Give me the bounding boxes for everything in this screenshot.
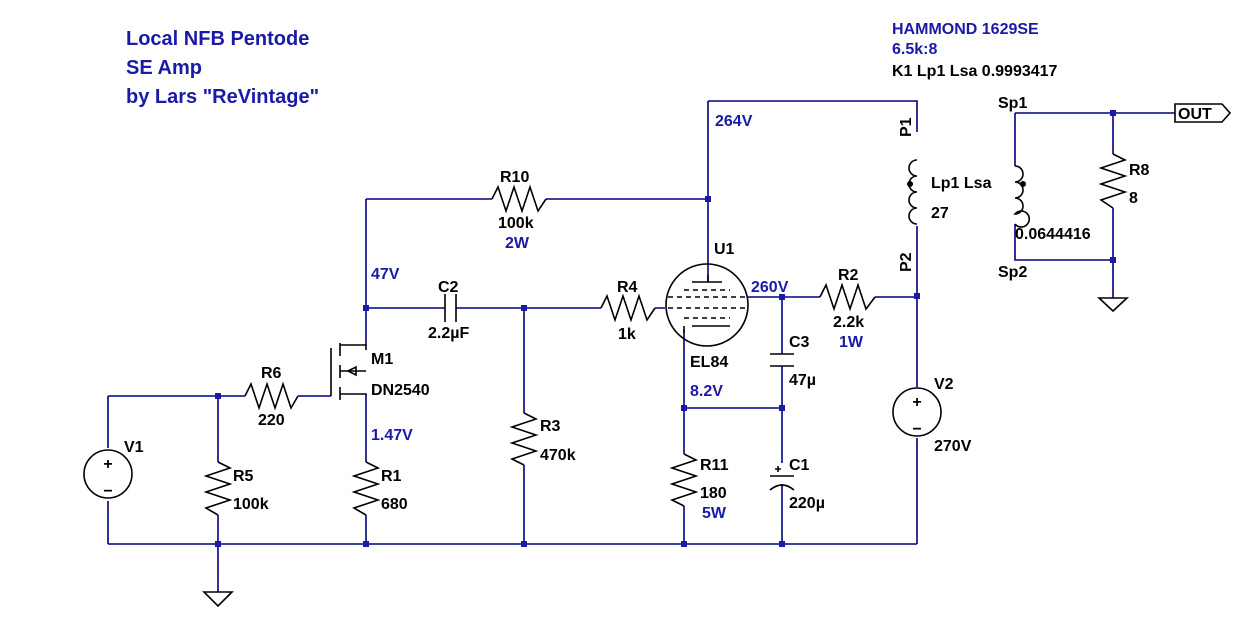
voltage-drain: 47V: [371, 266, 400, 283]
r10-value: 100k: [498, 215, 534, 232]
m1-ref: M1: [371, 351, 393, 368]
c2-value: 2.2µF: [428, 325, 469, 342]
lsa-value: 0.0644416: [1015, 226, 1091, 243]
v2-plus: +: [912, 394, 921, 411]
pin-sp2: Sp2: [998, 264, 1027, 281]
r6-value: 220: [258, 412, 285, 429]
c2-ref: C2: [438, 279, 459, 296]
v1-minus: −: [103, 483, 112, 500]
title-line-2: SE Amp: [126, 57, 202, 79]
resistor-r5: [203, 461, 233, 516]
title-line-3: by Lars "ReVintage": [126, 86, 319, 108]
capacitor-c3: [770, 353, 794, 367]
r2-note: 1W: [839, 334, 864, 351]
r2-value: 2.2k: [833, 314, 864, 331]
transformer-primary-lp1: [907, 159, 918, 225]
r6-ref: R6: [261, 365, 282, 382]
m1-value: DN2540: [371, 382, 430, 399]
r3-value: 470k: [540, 447, 576, 464]
transformer-model: HAMMOND 1629SE: [892, 21, 1039, 38]
mosfet-m1: [330, 343, 367, 400]
resistor-r1: [351, 461, 381, 516]
wires: [107, 100, 1175, 592]
resistor-r8: [1098, 153, 1128, 209]
v2-minus: −: [912, 421, 921, 438]
output-port: [1174, 103, 1232, 123]
r10-ref: R10: [500, 169, 529, 186]
transformer-inductors: Lp1 Lsa: [931, 175, 992, 192]
u1-value: EL84: [690, 354, 728, 371]
r8-value: 8: [1129, 190, 1138, 207]
r10-note: 2W: [505, 235, 530, 252]
v1-ref: V1: [124, 439, 144, 456]
c3-value: 47µ: [789, 372, 816, 389]
pentode-u1: [665, 263, 749, 347]
title-line-1: Local NFB Pentode: [126, 28, 309, 50]
v1-plus: +: [103, 456, 112, 473]
resistor-r2: [819, 282, 876, 312]
voltage-source: 1.47V: [371, 427, 413, 444]
r11-ref: R11: [700, 457, 729, 474]
r11-value: 180: [700, 485, 727, 502]
capacitor-c2: [444, 294, 457, 322]
resistor-r11: [669, 453, 699, 507]
resistor-r3: [509, 412, 539, 466]
source-v2: + −: [892, 387, 942, 438]
voltage-screen: 260V: [751, 279, 789, 296]
coupling-directive: K1 Lp1 Lsa 0.9993417: [892, 63, 1058, 80]
junction-dots: [215, 110, 1116, 547]
lp1-value: 27: [931, 205, 949, 222]
resistor-r4: [600, 293, 656, 323]
c3-ref: C3: [789, 334, 810, 351]
transformer-ratio: 6.5k:8: [892, 41, 937, 58]
r11-note: 5W: [702, 505, 727, 522]
resistor-r6: [244, 381, 299, 411]
r5-value: 100k: [233, 496, 269, 513]
r2-ref: R2: [838, 267, 859, 284]
ground-symbol: [202, 591, 234, 608]
v2-ref: V2: [934, 376, 954, 393]
transformer-secondary-lsa: [1013, 165, 1030, 228]
pin-p2: P2: [898, 252, 915, 272]
u1-ref: U1: [714, 241, 735, 258]
pin-sp1: Sp1: [998, 95, 1027, 112]
voltage-plate-supply: 264V: [715, 113, 753, 130]
r3-ref: R3: [540, 418, 561, 435]
r8-ref: R8: [1129, 162, 1150, 179]
r1-ref: R1: [381, 468, 402, 485]
v2-value: 270V: [934, 438, 972, 455]
r1-value: 680: [381, 496, 408, 513]
r4-ref: R4: [617, 279, 638, 296]
r4-value: 1k: [618, 326, 636, 343]
pin-p1: P1: [898, 117, 915, 137]
resistor-r10: [491, 184, 547, 214]
source-v1: + −: [83, 449, 133, 500]
c1-value: 220µ: [789, 495, 825, 512]
c1-ref: C1: [789, 457, 810, 474]
output-label: OUT: [1178, 106, 1212, 123]
r5-ref: R5: [233, 468, 254, 485]
ground-symbol-secondary: [1096, 297, 1130, 313]
capacitor-c1: [769, 466, 795, 491]
voltage-cathode: 8.2V: [690, 383, 723, 400]
